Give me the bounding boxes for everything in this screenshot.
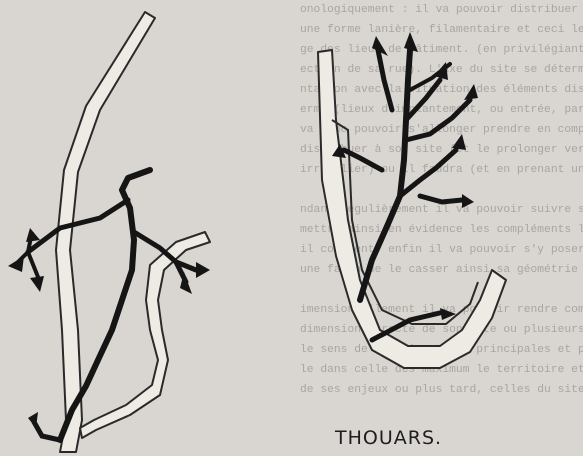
river-band-left (56, 12, 155, 452)
route-bottom-left (34, 422, 60, 440)
route-bottom (372, 312, 444, 340)
location-caption: THOUARS. (334, 427, 442, 449)
arrow-icon (8, 228, 210, 428)
route-join-left (28, 200, 128, 252)
route-branch-d (378, 50, 392, 110)
route-branch-b (406, 80, 440, 120)
river-loop-left (80, 232, 210, 438)
route-branch-f (420, 196, 462, 202)
route-branch-a (400, 150, 456, 196)
left-sketch (8, 12, 210, 452)
right-sketch (318, 32, 506, 368)
